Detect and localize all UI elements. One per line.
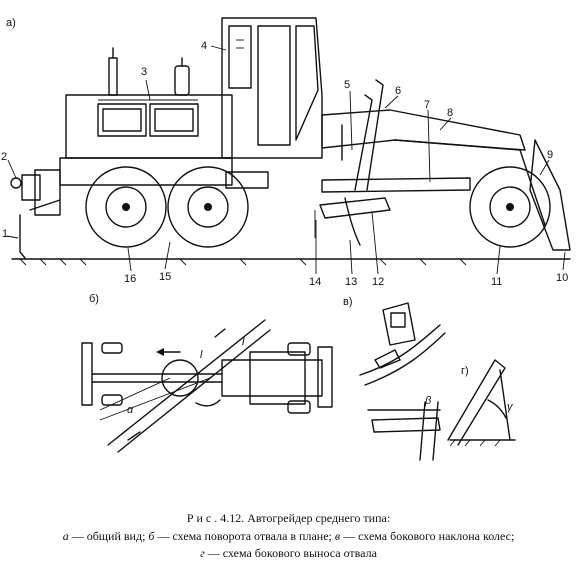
caption-letter-a: а — [62, 529, 69, 543]
label-gamma: γ — [507, 401, 513, 413]
callout-4: 4 — [201, 40, 208, 52]
panel-label-v: в) — [343, 296, 353, 308]
callout-8: 8 — [447, 107, 454, 119]
callout-3: 3 — [141, 66, 148, 78]
callout-11: 11 — [491, 276, 503, 288]
label-beta: β — [425, 395, 432, 407]
callout-14: 14 — [309, 276, 322, 288]
callout-12: 12 — [372, 276, 385, 288]
caption-letter-g: г — [200, 546, 205, 560]
callout-15: 15 — [159, 271, 172, 283]
caption-text-b: — схема поворота отвала в плане; — [154, 529, 335, 543]
callout-10: 10 — [556, 272, 569, 284]
figure-caption-line-1: Р и с . 4.12. Автогрейдер среднего типа: — [0, 511, 577, 525]
caption-number: 4.12. — [220, 511, 245, 525]
caption-letter-b: б — [148, 529, 155, 543]
caption-text-g: — схема бокового выноса отвала — [204, 546, 377, 560]
panel-label-a: а) — [6, 17, 16, 29]
grader-side-view — [6, 17, 571, 275]
callout-1: 1 — [2, 228, 9, 240]
figure-caption-line-2: а — общий вид; б — схема поворота отвала… — [0, 529, 577, 543]
label-l-2: l — [242, 336, 245, 348]
wheel-tilt-diagrams — [359, 302, 516, 461]
figure-caption-line-3: г — схема бокового выноса отвала — [0, 546, 577, 560]
caption-prefix: Р и с . — [186, 511, 218, 525]
callout-2: 2 — [1, 151, 8, 163]
callout-6: 6 — [395, 85, 402, 97]
caption-letter-v: в — [334, 529, 341, 543]
panel-label-b: б) — [89, 293, 99, 305]
label-g: г) — [461, 365, 469, 377]
label-l-1: l — [200, 349, 203, 361]
callout-7: 7 — [424, 99, 431, 111]
blade-rotation-plan — [81, 319, 333, 453]
callout-16: 16 — [124, 273, 137, 285]
caption-title: Автогрейдер среднего типа: — [247, 511, 391, 525]
label-alpha: α — [127, 404, 134, 416]
caption-text-a: — общий вид; — [68, 529, 149, 543]
callout-9: 9 — [547, 149, 554, 161]
caption-text-v: — схема бокового наклона колес; — [340, 529, 515, 543]
callout-13: 13 — [345, 276, 358, 288]
callout-5: 5 — [344, 79, 351, 91]
